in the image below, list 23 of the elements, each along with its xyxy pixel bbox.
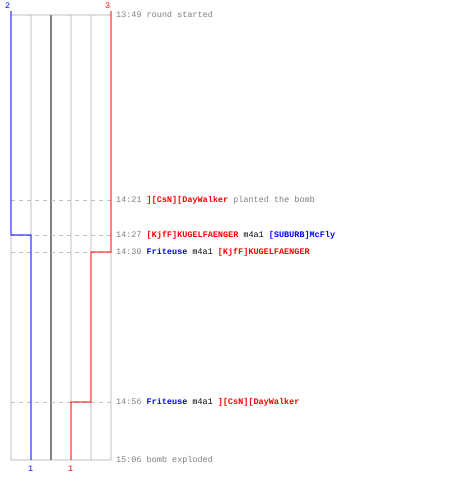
log-text: bomb exploded: [146, 455, 213, 465]
log-text: 14:30: [116, 247, 142, 257]
log-text: 13:49: [116, 10, 142, 20]
log-text: planted the bomb: [233, 195, 315, 205]
log-text: 14:21: [116, 195, 142, 205]
log-text: 15:06: [116, 455, 142, 465]
log-text: round started: [146, 10, 213, 20]
weapon-name: m4a1: [192, 397, 213, 407]
player-name: [KjfF]KUGELFAENGER: [218, 247, 310, 257]
weapon-name: m4a1: [243, 230, 264, 240]
player-name: [SUBURB]McFly: [268, 230, 336, 240]
player-count: 3: [105, 1, 110, 11]
weapon-name: m4a1: [192, 247, 213, 257]
player-count: 1: [68, 464, 74, 474]
log-text: 14:27: [116, 230, 142, 240]
player-name: Friteuse: [146, 247, 188, 257]
player-name: Friteuse: [146, 397, 188, 407]
player-name: [KjfF]KUGELFAENGER: [146, 230, 238, 240]
player-count: 2: [5, 1, 10, 11]
player-count: 1: [28, 464, 34, 474]
player-name: ][CsN][DayWalker: [146, 195, 228, 205]
log-text: 14:56: [116, 397, 142, 407]
player-name: ][CsN][DayWalker: [218, 397, 300, 407]
